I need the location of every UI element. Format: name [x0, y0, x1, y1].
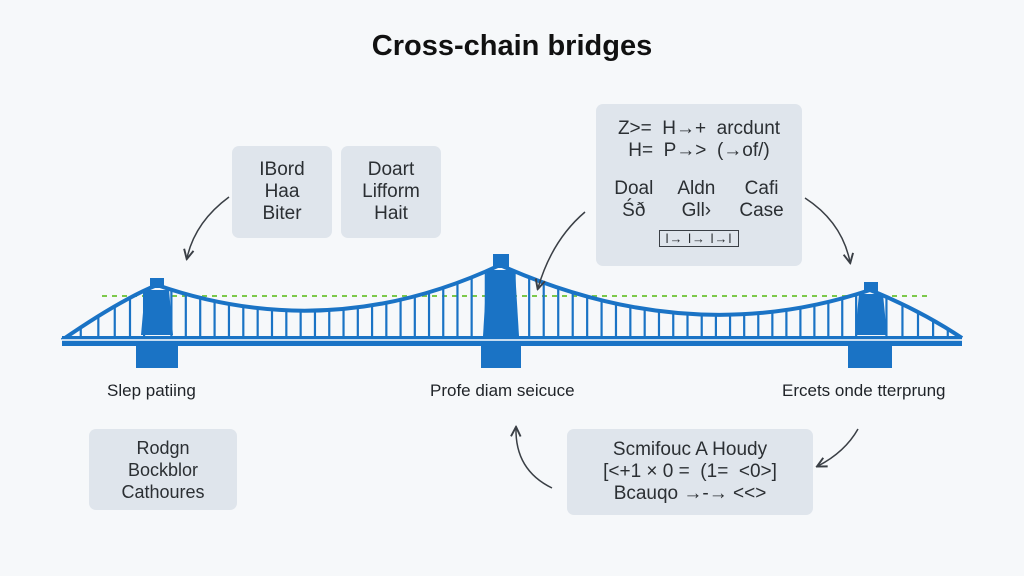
card-cell: Doal — [614, 178, 654, 199]
arrow-card-to-center-tower — [538, 211, 586, 288]
card-cell: Aldn — [677, 178, 716, 199]
bridge-tower-right — [848, 282, 892, 368]
info-card-left-1: IBord Haa Biter — [232, 146, 332, 238]
label-center-tower: Profe diam seicuce — [430, 381, 575, 400]
card-cell: Cafi — [744, 178, 779, 199]
card-line: Haa — [264, 181, 300, 202]
arrow-card-to-center-label — [516, 428, 553, 489]
card-line: [<+1 × 0 = (1= <0>] — [603, 461, 777, 482]
card-column: Doal Śð — [614, 178, 653, 222]
bridge-tower-center — [481, 254, 521, 368]
card-cell: Śð — [622, 200, 646, 221]
card-line: Cathoures — [121, 481, 205, 502]
card-cell: Gll› — [681, 200, 712, 221]
card-column: Aldn Gll› — [677, 178, 715, 222]
card-line: IBord — [259, 159, 305, 180]
card-line: Bcauqo →-→ <<> — [613, 483, 767, 504]
card-line: Scmifouc A Houdy — [612, 439, 768, 460]
arrow-card-to-right-tower — [804, 197, 850, 262]
info-card-top-right: Z>= H→+ arcdunt H= P→> (→of/) Doal Śð Al… — [596, 104, 802, 266]
card-line: Doart — [367, 159, 415, 180]
card-line: Biter — [262, 203, 302, 224]
card-boxed-formula: l→ l→ l→l — [658, 230, 740, 247]
bridge-deck — [62, 336, 962, 346]
card-line: Hait — [374, 203, 408, 224]
arrow-card-to-left-tower — [187, 196, 230, 258]
arrow-right-label-to-card — [818, 428, 859, 466]
label-right-tower: Ercets onde tterprung — [782, 381, 946, 400]
info-card-bottom-left: Rodgn Bockblor Cathoures — [89, 429, 237, 510]
card-line: Lifform — [362, 181, 420, 202]
card-column: Cafi Case — [739, 178, 783, 222]
card-line: Bockblor — [127, 459, 199, 480]
card-equation-line: Z>= H→+ arcdunt — [617, 118, 781, 139]
card-columns: Doal Śð Aldn Gll› Cafi Case — [614, 178, 783, 222]
info-card-bottom-right: Scmifouc A Houdy [<+1 × 0 = (1= <0>] Bca… — [567, 429, 813, 515]
label-left-tower: Slep patiing — [107, 381, 196, 400]
card-line: Rodgn — [136, 437, 190, 458]
bridge-hangers — [79, 271, 949, 336]
diagram-title: Cross-chain bridges — [371, 30, 653, 62]
info-card-left-2: Doart Lifform Hait — [341, 146, 441, 238]
bridge-tower-left — [136, 278, 178, 368]
card-equation-line: H= P→> (→of/) — [628, 140, 770, 161]
card-cell: Case — [739, 200, 784, 221]
flow-arrows — [187, 196, 859, 489]
